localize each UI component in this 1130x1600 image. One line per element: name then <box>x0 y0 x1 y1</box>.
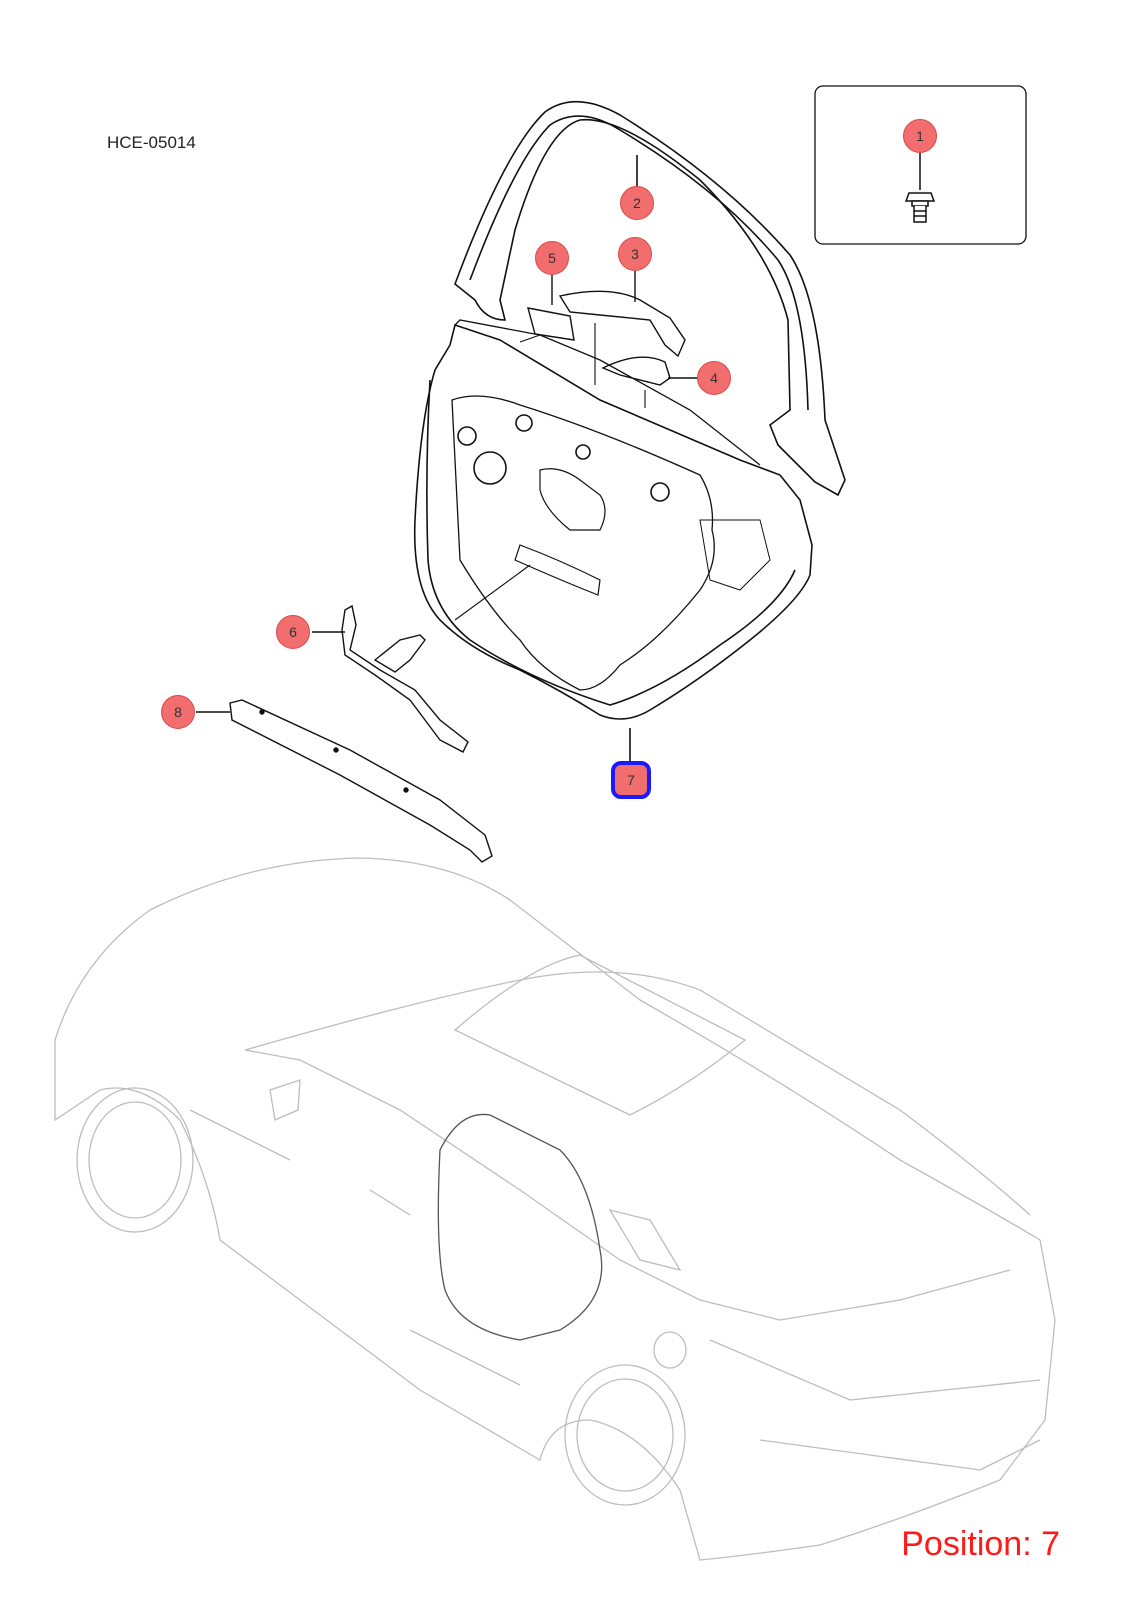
window-frame-part <box>454 100 846 497</box>
door-inner-panel-part <box>413 319 813 762</box>
callout-8[interactable]: 8 <box>161 695 195 729</box>
fastener-inset-box <box>814 85 1027 245</box>
belt-molding-part <box>196 699 493 863</box>
position-indicator: Position: 7 <box>901 1525 1060 1563</box>
leader-lines <box>454 323 646 621</box>
callout-3[interactable]: 3 <box>618 237 652 271</box>
callout-4[interactable]: 4 <box>697 361 731 395</box>
callout-2[interactable]: 2 <box>620 186 654 220</box>
callout-5[interactable]: 5 <box>535 241 569 275</box>
diagram-code: HCE-05014 <box>107 133 196 152</box>
channel-bracket-part <box>312 604 469 753</box>
vehicle-outline <box>54 857 1056 1561</box>
callout-6[interactable]: 6 <box>276 615 310 649</box>
callout-7[interactable]: 7 <box>611 761 651 799</box>
trim-pieces <box>527 267 701 386</box>
callout-1[interactable]: 1 <box>903 119 937 153</box>
bolt-part <box>904 152 936 223</box>
